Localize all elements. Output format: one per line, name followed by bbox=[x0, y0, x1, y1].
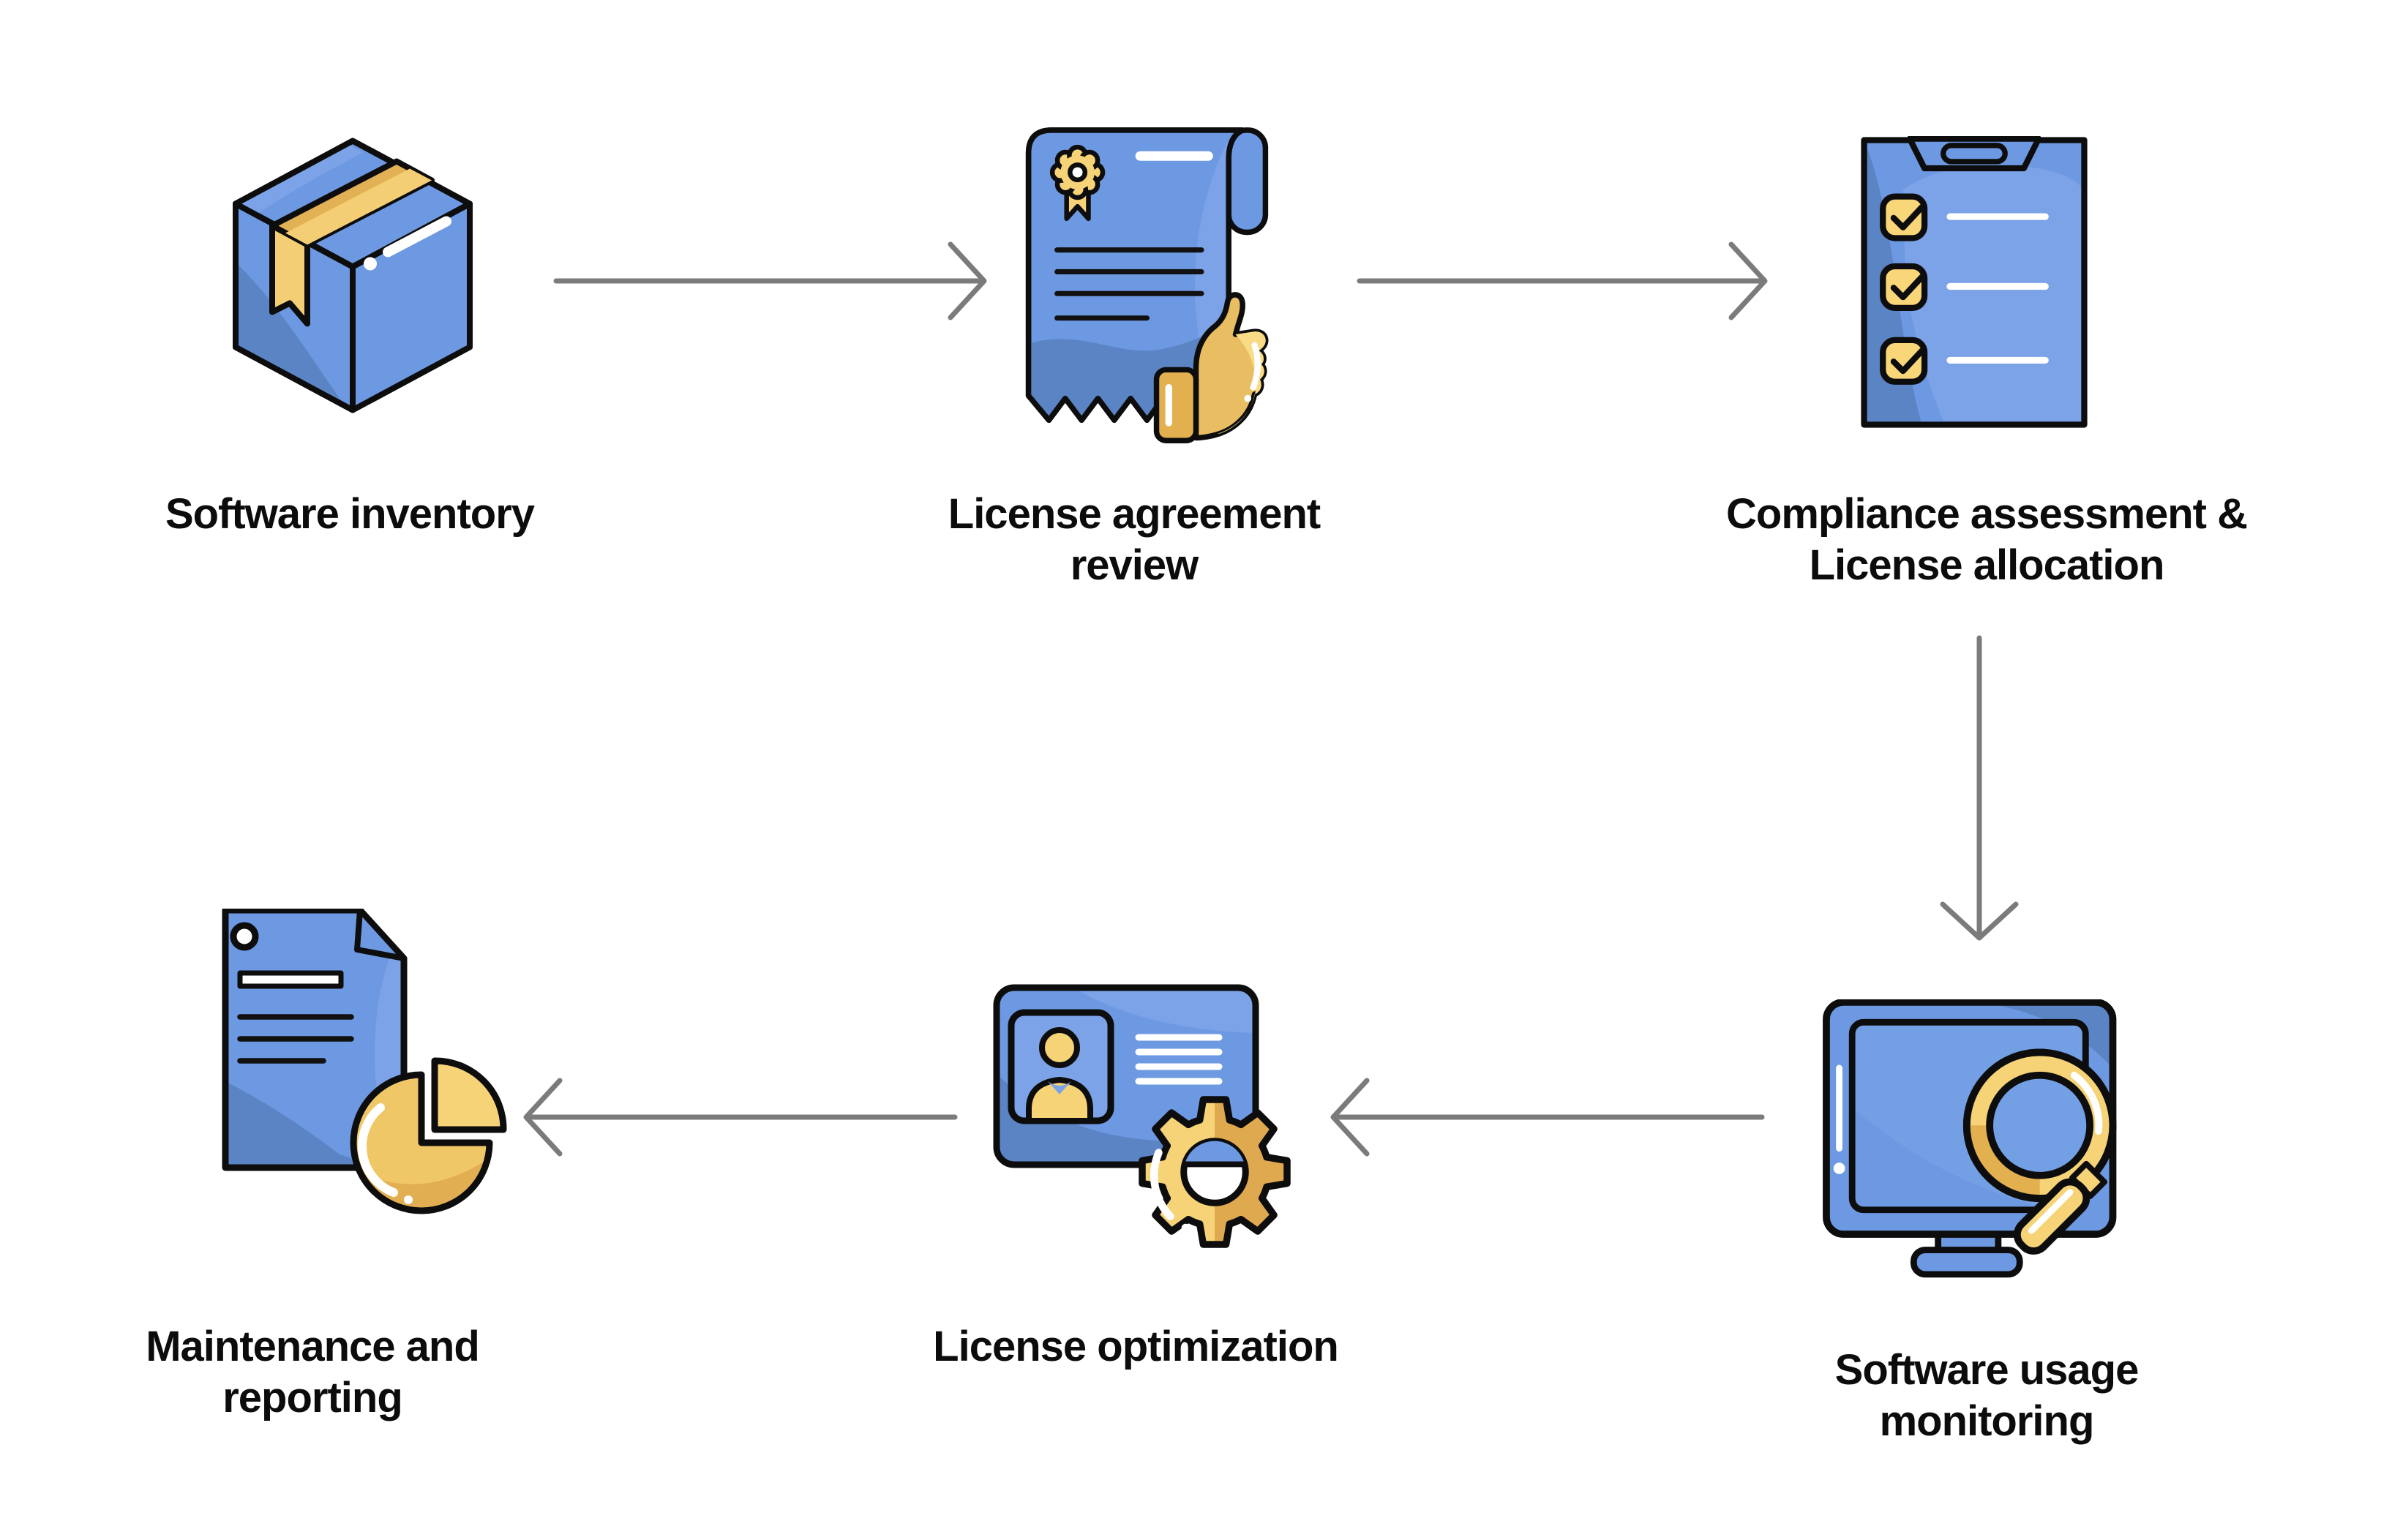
report-pie-chart-icon bbox=[222, 909, 507, 1214]
arrow-step2-to-step3 bbox=[1357, 241, 1768, 320]
thumbs-up bbox=[1153, 292, 1269, 443]
step-label-compliance-assessment: Compliance assessment & License allocati… bbox=[1726, 490, 2248, 589]
magnifier bbox=[1962, 1048, 2117, 1255]
step-label-software-usage-monitoring: Software usage monitoring bbox=[1834, 1346, 2140, 1445]
person-photo bbox=[1008, 1009, 1114, 1124]
pie-chart bbox=[350, 1057, 507, 1214]
step-label-license-agreement-review: License agreement review bbox=[948, 490, 1321, 589]
id-card-gear-icon bbox=[993, 984, 1291, 1248]
arrow-step1-to-step2 bbox=[553, 241, 987, 320]
license-certificate-thumbs-up-icon bbox=[1025, 127, 1269, 443]
arrow-step5-to-step6 bbox=[523, 1078, 958, 1157]
step-label-maintenance-and-reporting: Maintenance and reporting bbox=[146, 1323, 480, 1421]
arrow-step3-to-step4 bbox=[1940, 635, 2019, 941]
arrow-step4-to-step5 bbox=[1330, 1078, 1765, 1157]
compliance-checklist-clipboard-icon bbox=[1861, 136, 2088, 428]
monitor-magnifying-glass-icon bbox=[1823, 999, 2117, 1278]
package-box-icon bbox=[233, 138, 473, 413]
step-label-license-optimization: License optimization bbox=[933, 1323, 1339, 1370]
checklist-rows bbox=[1880, 193, 2049, 385]
seal-rosette bbox=[1049, 144, 1106, 222]
gear bbox=[1139, 1096, 1291, 1248]
step-label-software-inventory: Software inventory bbox=[165, 490, 535, 538]
